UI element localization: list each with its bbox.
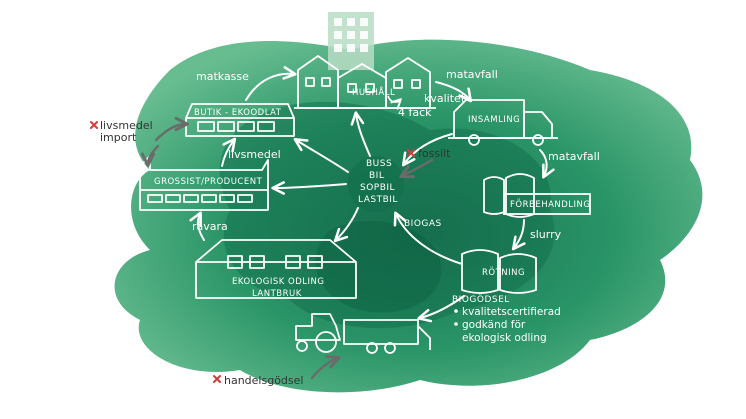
biogodsel-bullet-1 [454, 309, 458, 313]
household-houses [294, 55, 436, 109]
flow-matavfall-top: matavfall [446, 68, 498, 81]
excluded-import: import [100, 131, 137, 144]
arrow-vehicles-to-butik [293, 137, 349, 173]
watercolor-background [114, 39, 703, 393]
central-vehicles-circle [348, 156, 404, 212]
apartment-building [328, 12, 374, 70]
biogodsel-title: BIOGÖDSEL [452, 294, 510, 305]
flow-kvalitet: kvalitet [424, 92, 466, 105]
arrow-hushall-to-insamling [435, 81, 473, 103]
arrow-fossil-to-vehicles [399, 158, 434, 179]
vehicle-lastbil: LASTBIL [358, 195, 398, 205]
flow-slurry: slurry [530, 228, 562, 241]
node-grossist: GROSSIST/PRODUCENT [154, 177, 263, 187]
arrow-grossist-to-butik [221, 137, 237, 167]
flow-livsmedel: livsmedel [228, 148, 281, 161]
recycle-arrow-icon [387, 95, 402, 110]
biogodsel-item-3: ekologisk odling [462, 332, 547, 344]
arrow-butik-to-hushall [245, 66, 297, 101]
arrow-vehicles-to-lantbruk [333, 207, 359, 243]
biogodsel-item-1: kvalitetscertifierad [462, 306, 561, 318]
flow-fack: 4 fack [398, 106, 432, 119]
excluded-fossilt: fossilt [418, 147, 451, 160]
flow-biogas: BIOGAS [404, 219, 442, 229]
node-lantbruk-line1: EKOLOGISK ODLING [232, 277, 324, 287]
node-lantbruk-line2: LANTBRUK [252, 289, 302, 299]
vehicle-buss: BUSS [366, 159, 392, 169]
vehicle-bil: BIL [369, 171, 384, 181]
arrow-insamling-to-vehicles [401, 133, 453, 167]
arrow-rotning-to-vehicles [393, 211, 463, 265]
node-insamling: INSAMLING [468, 115, 520, 125]
pretreatment-tanks [483, 173, 591, 218]
digester-tanks [461, 249, 537, 294]
arrow-forbehandling-to-rotning [511, 219, 526, 251]
flow-matavfall-right: matavfall [548, 150, 600, 163]
node-butik: BUTIK - EKOODLAT [194, 108, 282, 118]
farm-building [195, 239, 357, 299]
node-forbehandling: FÖRBEHANDLING [510, 199, 591, 210]
arrow-import-to-grossist [140, 144, 160, 167]
arrow-insamling-to-forbehandling [539, 149, 555, 179]
excluded-handelsgodsel: handelsgödsel [224, 374, 303, 387]
arrow-lantbruk-to-grossist [189, 211, 205, 241]
flow-matkasse: matkasse [196, 70, 249, 83]
arrow-import-to-butik [154, 116, 189, 142]
biogodsel-bullet-2 [454, 322, 458, 326]
vehicle-sopbil: SOPBIL [360, 183, 395, 193]
biogodsel-item-2: godkänd för [462, 319, 526, 331]
flow-arrows [189, 66, 555, 323]
arrow-vehicles-to-grossist [271, 181, 347, 195]
arrow-handelsgodsel-to-tractor [310, 354, 341, 380]
excluded-arrows [140, 116, 434, 380]
arrow-vehicles-to-hushall [350, 111, 371, 157]
excluded-livsmedel: livsmedel [100, 119, 153, 132]
node-rotning: RÖTNING [482, 267, 525, 278]
cross-icon [90, 121, 415, 383]
truck-icon [448, 99, 558, 146]
arrow-rotning-to-tractor [417, 295, 465, 323]
node-hushall: HUSHÅLL [352, 86, 395, 98]
flow-ravara: råvara [192, 220, 228, 233]
